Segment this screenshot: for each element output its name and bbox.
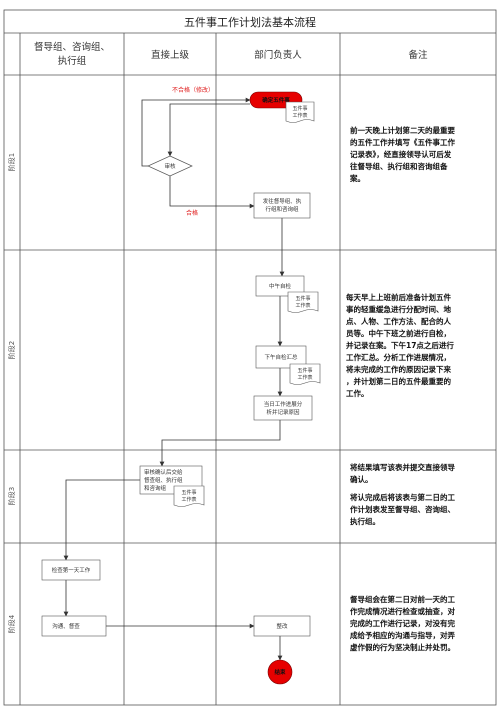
- svg-text:作完成情况进行检查或抽查，对: 作完成情况进行检查或抽查，对: [350, 606, 455, 616]
- noon-self-check-label: 中午自检: [269, 282, 292, 290]
- send-to-groups-line1: 发往督导组、执: [263, 197, 302, 205]
- svg-text:点、人物、工作方法、配合的人: 点、人物、工作方法、配合的人: [346, 316, 451, 326]
- daily-analysis-line1: 当日工作进展分: [264, 400, 303, 408]
- check-previous-day-box: [41, 559, 101, 581]
- page-title: 五件事工作计划法基本流程: [184, 15, 316, 29]
- svg-text:将认完成后将该表与第二日的工: 将认完成后将该表与第二日的工: [350, 492, 455, 502]
- note-phase-3: 将结果填写该表并提交直接领导 确认。 将认完成后将该表与第二日的工 作计划表发至…: [350, 462, 455, 526]
- worksheet-document-4: [173, 485, 205, 507]
- svg-text:案。: 案。: [349, 173, 365, 183]
- worksheet-document-2-line2: 工作表: [295, 302, 310, 309]
- worksheet-document-3: [289, 363, 321, 385]
- svg-text:的五件工作并填写《五件事工作: 的五件工作并填写《五件事工作: [350, 137, 455, 147]
- noon-self-check-box: [255, 275, 305, 297]
- daily-analysis-box: [253, 395, 313, 421]
- worksheet-document-4-line2: 工作表: [181, 496, 196, 503]
- svg-text:事的轻重缓急进行分配时间、地: 事的轻重缓急进行分配时间、地: [346, 304, 451, 314]
- afternoon-summary-label: 下午自检汇总: [264, 353, 298, 361]
- column-header-executors-line1: 督导组、咨询组、: [34, 41, 110, 53]
- phase-label-1: 阶段1: [7, 153, 16, 171]
- communicate-supervise-box: [41, 615, 107, 637]
- review-decision-label: 审核: [164, 162, 176, 170]
- worksheet-document-1-line1: 五件事: [292, 105, 307, 112]
- send-to-groups-line2: 行组和咨询组: [265, 205, 299, 213]
- svg-text:虚作假的行为坚决制止并处罚。: 虚作假的行为坚决制止并处罚。: [350, 642, 455, 652]
- svg-text:，并计划第二日的五件最重要的: ，并计划第二日的五件最重要的: [346, 376, 451, 386]
- note-phase-1: 前一天晚上计划第二天的最重要 的五件工作并填写《五件事工作 记录表》，经直接领导…: [349, 125, 455, 183]
- phase-label-4: 阶段4: [7, 614, 16, 633]
- rectify-box: [253, 615, 311, 637]
- confirm-and-send-line1: 审核确认后交给: [144, 468, 183, 476]
- worksheet-document-1: [285, 101, 315, 123]
- confirm-and-send-line2: 督查组、执行组: [144, 476, 183, 484]
- confirm-and-send-line3: 和咨询组: [144, 484, 167, 492]
- note-phase-2: 每天早上上班前后准备计划五件 事的轻重缓急进行分配时间、地 点、人物、工作方法、…: [346, 292, 454, 398]
- send-to-groups-box: [253, 192, 311, 219]
- svg-text:督导组会在第二日对前一天的工: 督导组会在第二日对前一天的工: [350, 594, 455, 604]
- phase-label-2: 阶段2: [7, 341, 16, 359]
- svg-text:并记录在案。下午17点之后进行: 并记录在案。下午17点之后进行: [346, 340, 454, 350]
- column-header-remarks: 备注: [408, 49, 428, 61]
- worksheet-document-1-line2: 工作表: [292, 112, 307, 119]
- svg-text:记录表》，经直接领导认可后发: 记录表》，经直接领导认可后发: [350, 149, 452, 159]
- svg-text:成给予相应的沟通与指导，对弄: 成给予相应的沟通与指导，对弄: [350, 630, 455, 640]
- svg-text:作计划表发至督导组、咨询组、: 作计划表发至督导组、咨询组、: [350, 504, 455, 514]
- svg-text:员等。中午下班之前进行自检，: 员等。中午下班之前进行自检，: [346, 328, 451, 338]
- svg-text:将未完成的工作的原因记录下来: 将未完成的工作的原因记录下来: [346, 364, 451, 374]
- svg-text:工作。: 工作。: [346, 388, 369, 398]
- daily-analysis-line2: 析并记录原因: [266, 408, 300, 416]
- svg-text:执行组。: 执行组。: [350, 516, 380, 526]
- column-header-supervisor: 直接上级: [151, 49, 190, 61]
- svg-text:确认。: 确认。: [350, 474, 373, 484]
- review-decision: [147, 155, 193, 177]
- swimlane-grid: [3, 9, 497, 706]
- connectors: [63, 97, 285, 661]
- column-header-executors-line2: 执行组: [58, 55, 87, 67]
- svg-text:每天早上上班前后准备计划五件: 每天早上上班前后准备计划五件: [346, 292, 451, 302]
- end-terminal-label: 结束: [274, 668, 286, 676]
- worksheet-document-3-line2: 工作表: [297, 374, 312, 381]
- svg-text:往督导组、执行组和咨询组备: 往督导组、执行组和咨询组备: [350, 161, 448, 171]
- afternoon-summary-box: [255, 345, 307, 369]
- worksheet-document-2: [287, 291, 319, 313]
- rectify-label: 整改: [276, 622, 288, 630]
- check-previous-day-label: 检查第一天工作: [52, 566, 91, 574]
- column-header-department-head: 部门负责人: [254, 49, 302, 61]
- svg-text:将结果填写该表并提交直接领导: 将结果填写该表并提交直接领导: [350, 462, 455, 472]
- worksheet-document-4-line1: 五件事: [181, 489, 196, 496]
- phase-label-3: 阶段3: [7, 487, 16, 505]
- fail-revise-label: 不合格（修改）: [172, 86, 214, 94]
- worksheet-document-2-line1: 五件事: [295, 295, 310, 302]
- note-phase-4: 督导组会在第二日对前一天的工 作完成情况进行检查或抽查，对 完成的工作进行记录，…: [350, 594, 455, 652]
- communicate-supervise-label: 沟通、督查: [52, 622, 80, 630]
- pass-label: 合格: [186, 209, 198, 217]
- svg-text:工作汇总。分析工作进展情况，: 工作汇总。分析工作进展情况，: [346, 352, 451, 362]
- start-terminal-label: 确定五件事: [262, 96, 290, 104]
- svg-text:完成的工作进行记录，对没有完: 完成的工作进行记录，对没有完: [350, 618, 455, 628]
- svg-text:前一天晚上计划第二天的最重要: 前一天晚上计划第二天的最重要: [350, 125, 455, 135]
- end-terminal: [267, 659, 293, 685]
- worksheet-document-3-line1: 五件事: [297, 367, 312, 374]
